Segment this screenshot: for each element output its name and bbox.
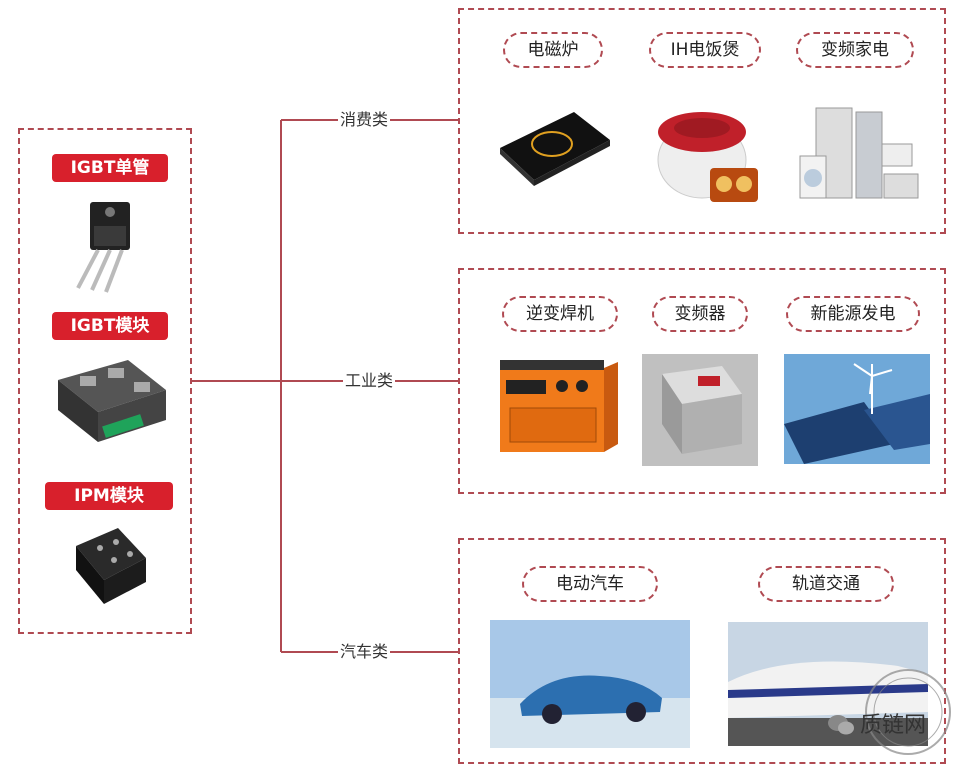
app-inverter-appliance: 变频家电 <box>796 32 914 68</box>
product-label-ipm-module: IPM模块 <box>45 482 173 510</box>
category-automotive: 汽车类 <box>338 642 391 662</box>
igbt-module-icon <box>58 360 166 442</box>
igbt-discrete-icon <box>76 202 130 293</box>
home-appliances-icon <box>799 107 919 199</box>
industrial-panel <box>458 268 946 494</box>
watermark-text: 质链网 <box>860 713 927 738</box>
wechat-icon <box>828 715 854 735</box>
induction-cooker-icon <box>500 112 610 186</box>
automotive-panel <box>458 538 946 764</box>
app-new-energy-power: 新能源发电 <box>786 296 920 332</box>
consumer-panel <box>458 8 946 234</box>
category-industrial: 工业类 <box>343 371 396 391</box>
welder-icon <box>500 360 618 452</box>
watermark-seal-icon <box>865 669 951 755</box>
app-frequency-converter: 变频器 <box>652 296 748 332</box>
app-inverter-welder: 逆变焊机 <box>502 296 618 332</box>
app-ih-rice-cooker: IH电饭煲 <box>649 32 761 68</box>
product-label-igbt-module: IGBT模块 <box>52 312 168 340</box>
solar-wind-icon <box>784 354 930 464</box>
app-rail-transit: 轨道交通 <box>758 566 894 602</box>
electric-car-icon <box>490 620 690 748</box>
inverter-drive-icon <box>642 354 758 466</box>
product-panel <box>18 128 192 634</box>
rice-cooker-icon <box>657 112 758 202</box>
category-consumer: 消费类 <box>338 110 391 130</box>
rail-train-icon <box>728 622 928 746</box>
app-electric-vehicle: 电动汽车 <box>522 566 658 602</box>
ipm-module-icon <box>76 528 146 604</box>
app-induction-cooker: 电磁炉 <box>503 32 603 68</box>
product-label-igbt-discrete: IGBT单管 <box>52 154 168 182</box>
